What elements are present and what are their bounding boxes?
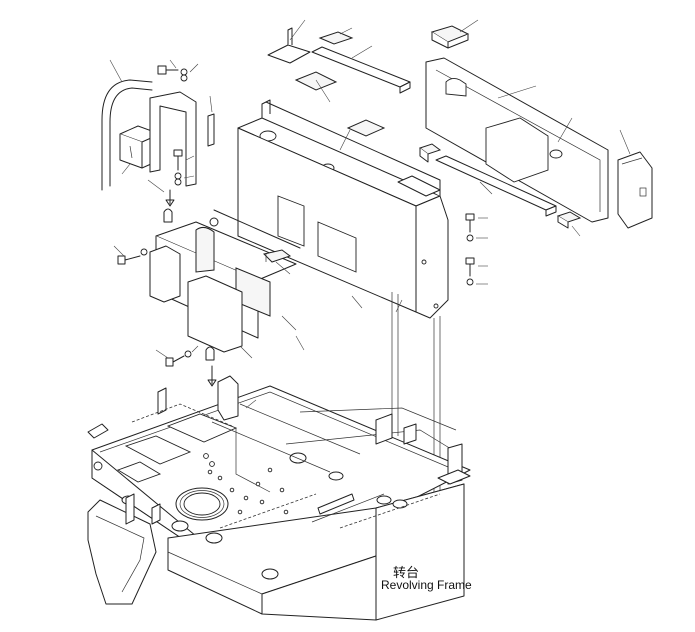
strip-under-panel	[435, 155, 557, 217]
pad-top-right	[430, 19, 479, 49]
rod-diagonal	[209, 209, 301, 249]
bolt-top-left	[157, 59, 199, 82]
arrow-down	[165, 189, 217, 387]
bolt-vertical-left	[173, 149, 195, 186]
pad-mid-top	[346, 119, 386, 137]
cover-plate-lower	[187, 275, 253, 359]
frame-label-chinese: 转台	[393, 566, 420, 581]
strip-vertical	[207, 95, 215, 147]
bolt-left-a	[113, 245, 148, 265]
side-cover-panel	[425, 57, 609, 223]
pad-small-top	[318, 27, 354, 45]
hose-curved	[101, 59, 153, 191]
pad-top-left-bracket	[267, 19, 311, 64]
small-block-a	[418, 143, 442, 163]
clip-lower	[205, 346, 215, 361]
strip-long-top	[311, 45, 411, 94]
bolt-left-b	[155, 345, 199, 367]
leader-lines	[245, 299, 403, 409]
cover-plate-small	[149, 245, 181, 303]
revolving-frame	[87, 375, 471, 621]
clip-small	[163, 208, 173, 223]
small-block-b	[556, 211, 582, 237]
pad-square-top	[294, 71, 338, 103]
main-housing	[237, 99, 449, 319]
frame-label-english: Revolving Frame	[381, 578, 472, 592]
bolt-right-b	[465, 257, 488, 286]
end-cover-plate	[617, 129, 653, 229]
bolt-right-a	[465, 213, 488, 242]
